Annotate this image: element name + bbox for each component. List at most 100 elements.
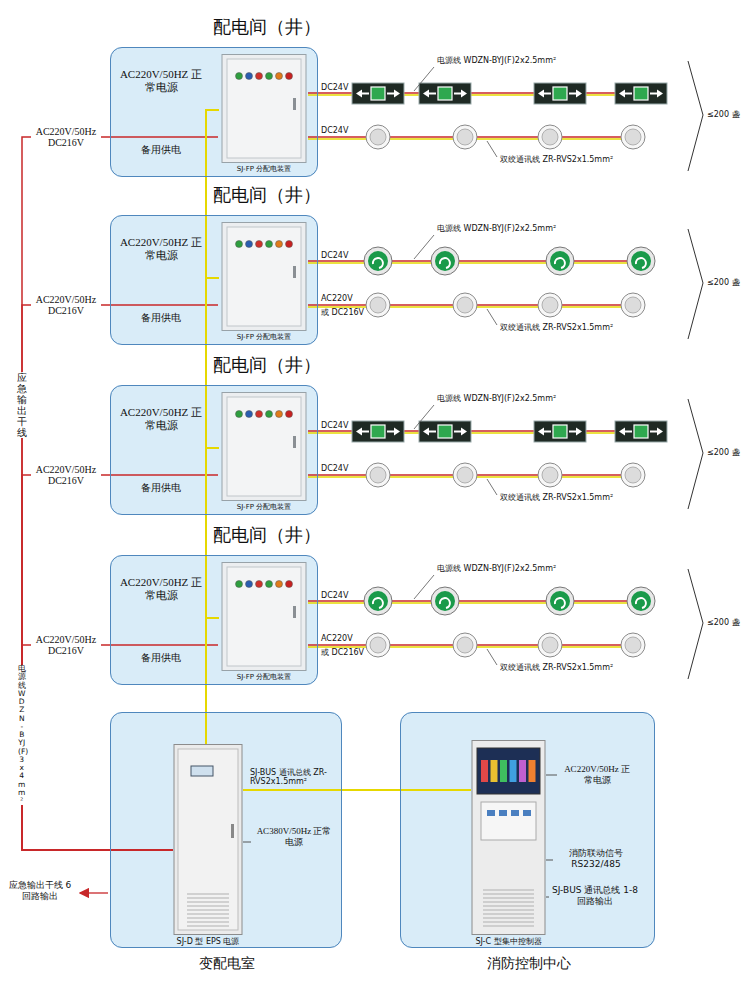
exit-sign xyxy=(615,421,667,442)
exit-disc-arrow xyxy=(636,258,646,268)
backup-feed xyxy=(110,304,218,306)
screen-block xyxy=(510,760,517,782)
indicator-lamp xyxy=(246,411,253,418)
lamp xyxy=(538,125,562,149)
leader-line xyxy=(487,309,497,325)
keypad-key xyxy=(523,810,531,816)
leader-line xyxy=(487,479,497,495)
bracket xyxy=(688,61,703,171)
leader-line xyxy=(243,842,251,843)
lamp xyxy=(457,467,473,483)
room-heading: 配电间（井） xyxy=(211,16,323,38)
exit-sign xyxy=(419,83,471,104)
wire-note: 双绞通讯线 ZR-RVS2x1.5mm² xyxy=(500,155,613,165)
exit-disc xyxy=(431,247,459,275)
wire-note: 或 DC216V xyxy=(321,308,364,318)
feed-label: AC220V/50Hz DC216V xyxy=(31,294,101,317)
lamp xyxy=(457,637,473,653)
leader-line xyxy=(414,235,434,259)
room-heading: 配电间（井） xyxy=(211,184,323,206)
exit-sign xyxy=(534,421,586,442)
exit-disc xyxy=(631,591,651,611)
output-arrow xyxy=(80,892,108,893)
indicator-lamp xyxy=(276,581,283,588)
indicator-lamp xyxy=(256,581,263,588)
cabinet-caption: SJ-C 型集中控制器 xyxy=(451,937,566,946)
exit-sign xyxy=(352,83,404,104)
panel-ground xyxy=(110,712,342,948)
vent-slot xyxy=(187,922,229,923)
cabinet-caption: SJ-FP 分配电装置 xyxy=(199,165,329,174)
lamp xyxy=(453,293,477,317)
cabinet-picture xyxy=(219,392,309,504)
exit-disc-arrow xyxy=(636,598,646,608)
exit-arrow xyxy=(625,431,632,433)
vent-slot xyxy=(483,910,534,911)
lamp xyxy=(625,297,641,313)
distribution-room: 配电间（井）AC220V/50HZ 正常电源备用供电SJ-FP 分配电装置 xyxy=(110,555,318,685)
lamp xyxy=(453,633,477,657)
keypad-key xyxy=(511,810,519,816)
exit-icon xyxy=(553,87,567,100)
indicator-lamp xyxy=(266,73,273,80)
keypad-key xyxy=(499,810,507,816)
power-wire xyxy=(308,602,641,603)
indicator-lamp xyxy=(256,241,263,248)
cabinet-body xyxy=(222,55,306,163)
lamp xyxy=(542,129,558,145)
exit-icon xyxy=(553,425,567,438)
power-wire xyxy=(308,600,641,601)
exit-sign xyxy=(352,421,404,442)
controller-screen xyxy=(477,748,540,794)
wire-note: 双绞通讯线 ZR-RVS2x1.5mm² xyxy=(500,493,613,503)
indicator-lamp xyxy=(276,73,283,80)
screen-block xyxy=(529,760,536,782)
eps-display xyxy=(191,766,213,776)
exit-disc xyxy=(627,247,655,275)
keypad-panel xyxy=(481,802,536,840)
wire-note: DC24V xyxy=(321,421,348,431)
room-heading: 变配电室 xyxy=(111,955,343,972)
panel-ground xyxy=(110,555,318,685)
keypad-key xyxy=(487,810,495,816)
vent-slot xyxy=(483,890,534,891)
indicator-lamp xyxy=(236,581,243,588)
wire-note: AC220V/50Hz 正常电源 xyxy=(560,764,634,786)
cabinet-handle xyxy=(293,98,296,110)
indicator-lamp xyxy=(246,73,253,80)
vent-slot xyxy=(187,910,229,911)
lamp xyxy=(366,293,390,317)
cabinet-caption: SJ-D 型 EPS 电源 xyxy=(153,937,263,946)
leader-line xyxy=(414,405,434,429)
backup-feed xyxy=(110,474,218,476)
power-note: 备用供电 xyxy=(119,312,203,324)
exit-icon xyxy=(634,425,648,438)
power-wire xyxy=(308,262,641,263)
lamp xyxy=(621,125,645,149)
lamp xyxy=(538,463,562,487)
lamp xyxy=(621,463,645,487)
wire-note: 消防联动信号 RS232/485 xyxy=(556,848,636,870)
lamp xyxy=(366,633,390,657)
exit-icon xyxy=(371,425,385,438)
wire-note: ≤200 盏 xyxy=(707,110,740,120)
cabinet-picture xyxy=(219,562,309,674)
lamp xyxy=(542,297,558,313)
eps-door xyxy=(178,749,238,930)
indicator-lamp xyxy=(276,241,283,248)
wire-note: AC380V/50Hz 正常电源 xyxy=(254,826,334,848)
exit-disc xyxy=(550,251,570,271)
wire-note: DC24V xyxy=(321,591,348,601)
cabinet-door xyxy=(227,59,301,158)
wire-note: DC24V xyxy=(321,126,348,136)
room-heading: 配电间（井） xyxy=(211,354,323,376)
indicator-lamp xyxy=(286,411,293,418)
exit-arrow xyxy=(429,431,436,433)
exit-disc xyxy=(546,247,574,275)
bus-label: SJ-BUS 通讯总线 ZR-RVS2x1.5mm² xyxy=(250,768,328,787)
indicator-lamp xyxy=(236,411,243,418)
leader-line xyxy=(546,897,549,898)
lamp xyxy=(625,637,641,653)
cabinet-handle xyxy=(293,436,296,448)
